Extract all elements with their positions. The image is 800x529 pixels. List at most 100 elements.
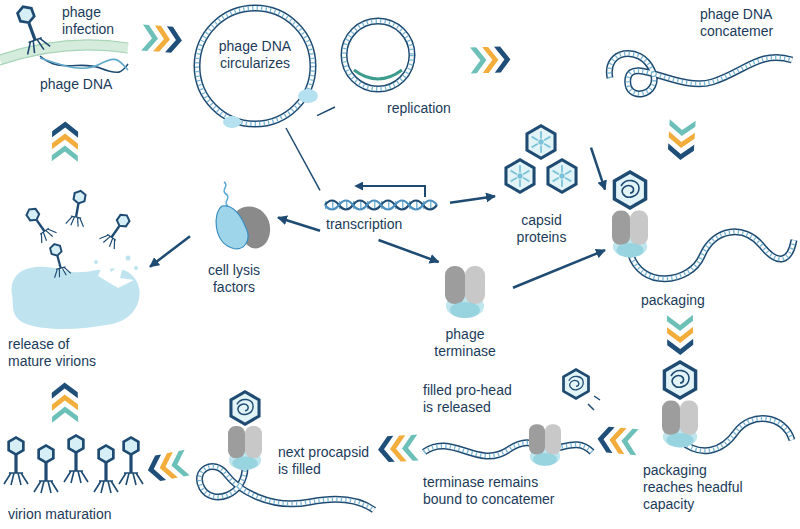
headful-art: [662, 360, 792, 451]
stage-chevrons: [52, 122, 78, 162]
chevron: [52, 122, 78, 138]
text-slot: release of mature virions: [8, 336, 108, 370]
chevron: [160, 452, 178, 479]
release-head-art-part: [424, 443, 592, 456]
chevron: [52, 395, 78, 411]
chevron: [148, 454, 166, 481]
text-slot: terminase remains bound to concatemer: [423, 474, 561, 508]
release-art-part: [21, 203, 57, 243]
chevron: [667, 339, 693, 355]
capsid-proteins-art-part: [525, 124, 556, 160]
chevron: [390, 435, 407, 461]
replication-art: [344, 21, 412, 89]
chevron: [402, 435, 419, 461]
text-slot: cell lysis factors: [194, 262, 274, 296]
leader-line: [317, 107, 335, 116]
maturation-art-part: [64, 434, 88, 483]
stage-label: packaging reaches headful capacity: [643, 462, 751, 513]
stage-chevrons: [52, 383, 78, 423]
stage-label: packaging: [641, 292, 731, 309]
circular-dna-art-part: [298, 89, 318, 103]
capsid-proteins-art: [504, 124, 577, 194]
chevron: [171, 450, 189, 477]
text-slot: phage DNA circularizes: [210, 38, 300, 72]
chevron: [667, 315, 693, 331]
chevron: [153, 25, 170, 51]
packaging-art-part: [630, 232, 794, 279]
chevron: [482, 47, 498, 73]
infection-art-part: [0, 40, 128, 55]
stage-node: virion maturation: [0, 430, 145, 525]
stage-node: capsid proteins: [495, 122, 591, 250]
release-head-art-part: [529, 424, 561, 466]
stage-label: next procapsid is filled: [278, 444, 378, 478]
next-procapsid-art-part: [228, 426, 262, 470]
replication-art-part: [344, 21, 412, 89]
maturation-art: [4, 434, 143, 493]
packaging-art: [612, 170, 794, 279]
stage-chevrons: [668, 119, 696, 160]
chevron: [165, 26, 182, 52]
stage-chevrons: [598, 427, 639, 455]
arrow-path: [278, 218, 320, 231]
chevron: [668, 143, 694, 160]
release-head-art-part: [562, 368, 590, 400]
arrow-path: [379, 240, 439, 262]
chevron: [621, 429, 638, 455]
stage-label: transcription: [326, 216, 436, 233]
release-head-art-part: [588, 396, 600, 410]
flow-arrow: [513, 250, 605, 288]
chevron: [52, 134, 78, 150]
release-head-art: [424, 368, 600, 466]
release-art-part: [66, 188, 90, 227]
chevron: [598, 427, 615, 453]
release-art-part: [46, 241, 71, 278]
text-slot: filled pro-head is released: [423, 382, 519, 416]
infection-art-part: [0, 50, 128, 65]
text-slot: phage DNA concatemer: [700, 6, 795, 40]
text-slot: replication: [387, 100, 460, 117]
stage-chevrons: [141, 25, 182, 53]
connector-group: [52, 25, 696, 481]
packaging-art-part: [630, 232, 794, 279]
circular-dna-art-part: [223, 116, 241, 128]
stage-label: cell lysis factors: [194, 262, 274, 296]
arrow-path: [450, 196, 495, 203]
text-slot: virion maturation: [8, 506, 138, 523]
stage-chevrons: [470, 47, 510, 74]
release-head-art-part: [424, 443, 592, 456]
transcription-art-part: [325, 201, 437, 210]
stage-chevrons: [667, 315, 693, 355]
terminase-art: [445, 266, 485, 318]
chevron: [610, 428, 627, 454]
release-art-part: [94, 260, 98, 264]
stage-label: phage DNA: [40, 76, 120, 93]
arrow-path: [150, 236, 190, 266]
flow-arrow: [150, 236, 190, 266]
stage-label: terminase remains bound to concatemer: [423, 474, 561, 508]
stage-label: capsid proteins: [495, 212, 588, 246]
chevron: [141, 25, 158, 51]
concatemer-art-part: [609, 53, 792, 94]
stage-node: phage DNA circularizes: [193, 4, 317, 128]
stage-label: phage infection: [62, 4, 128, 38]
text-slot: phage DNA: [40, 76, 120, 93]
headful-art-part: [662, 401, 698, 448]
transcription-art-part: [356, 186, 425, 197]
flow-arrow: [379, 240, 439, 262]
flow-arrow: [450, 196, 495, 203]
circular-dna-art-part: [197, 8, 313, 124]
concatemer-art: [609, 53, 792, 94]
infection-art-part: [40, 58, 128, 70]
infection-art-part: [11, 1, 50, 55]
stage-chevrons: [148, 450, 190, 481]
stage-node: cell lysis factors: [190, 180, 278, 305]
release-art: [12, 188, 140, 329]
chevron: [669, 119, 695, 136]
leader-path: [286, 128, 320, 190]
lysis-factors-art-part: [216, 206, 248, 249]
